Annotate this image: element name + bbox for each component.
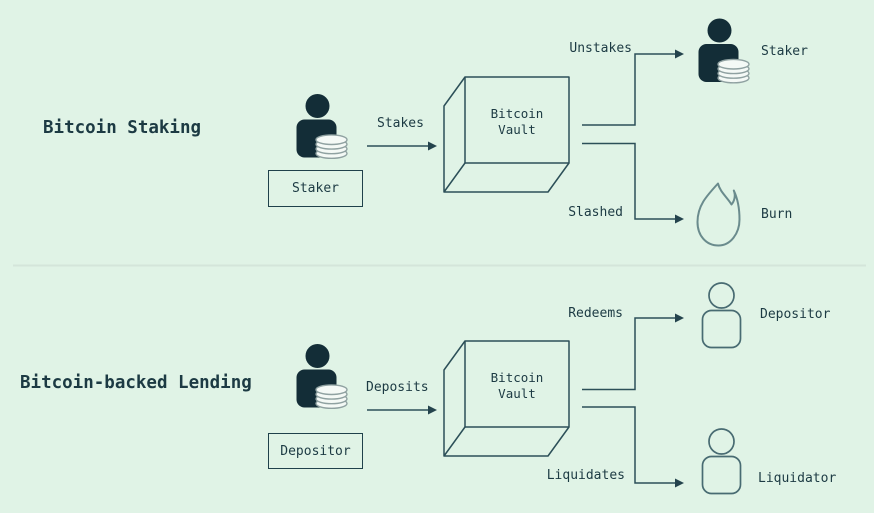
depositor-target-label: Depositor	[760, 307, 831, 322]
burn-target-label: Burn	[761, 207, 793, 222]
section-title-staking: Bitcoin Staking	[43, 118, 202, 138]
bitcoin-vault-label: Bitcoin Vault	[465, 106, 569, 137]
unstakes-arrowhead-icon	[675, 49, 684, 59]
deposits-arrowhead-icon	[428, 405, 437, 415]
person-with-coins-icon	[697, 17, 750, 84]
slashed-label: Slashed	[568, 205, 623, 220]
staker-target-label: Staker	[761, 44, 808, 59]
bitcoin-vault-label: Bitcoin Vault	[465, 370, 569, 401]
staker-actor-label: Staker	[292, 181, 339, 196]
redeems-arrowhead-icon	[675, 313, 684, 323]
redeems-connector	[582, 317, 676, 391]
vault-label-line1: Bitcoin	[490, 370, 544, 385]
slashed-connector	[582, 142, 676, 220]
unstakes-label: Unstakes	[569, 41, 632, 56]
redeems-label: Redeems	[568, 306, 623, 321]
person-with-coins-icon	[295, 93, 348, 160]
lending-flow-shapes	[295, 282, 742, 495]
person-outline-icon	[701, 428, 742, 495]
section-title-lending: Bitcoin-backed Lending	[20, 373, 252, 393]
liquidates-connector	[582, 406, 676, 484]
person-outline-icon	[701, 282, 742, 349]
depositor-actor-label: Depositor	[280, 443, 351, 459]
vault-label-line1: Bitcoin	[490, 106, 544, 121]
vault-label-line2: Vault	[498, 121, 536, 137]
person-with-coins-icon	[295, 343, 348, 409]
liquidates-label: Liquidates	[546, 468, 625, 483]
staker-actor-box: Staker	[268, 170, 363, 207]
liquidator-target-label: Liquidator	[758, 471, 837, 486]
staking-flow-shapes	[295, 17, 750, 247]
stakes-label: Stakes	[377, 116, 424, 131]
liquidates-arrowhead-icon	[675, 478, 684, 488]
deposits-label: Deposits	[366, 380, 429, 395]
stakes-arrowhead-icon	[428, 141, 437, 151]
vault-label-line2: Vault	[498, 385, 536, 401]
flame-icon	[696, 182, 741, 247]
slashed-arrowhead-icon	[675, 214, 684, 224]
depositor-actor-box: Depositor	[268, 433, 363, 469]
unstakes-connector	[582, 53, 676, 126]
